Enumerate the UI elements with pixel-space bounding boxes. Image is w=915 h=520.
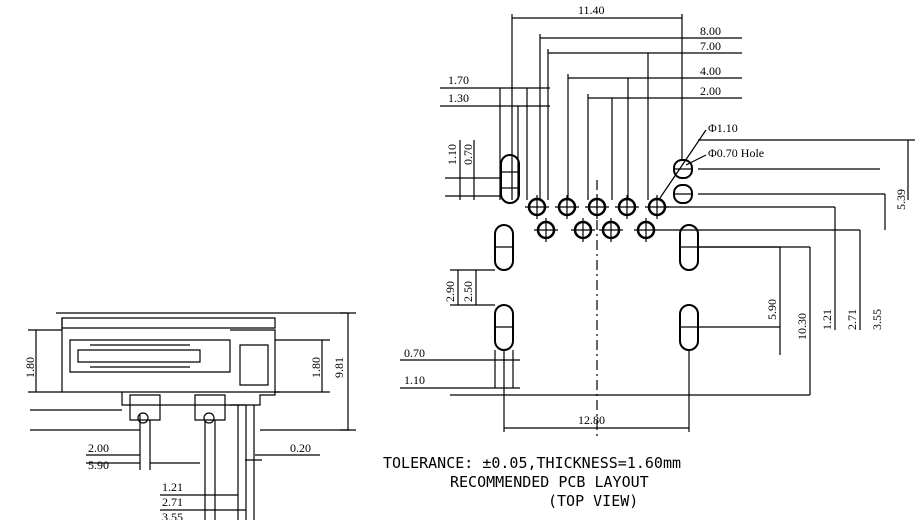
side-dim-5-90: 5.90 [88, 458, 109, 472]
side-dim-1-80-left: 1.80 [23, 357, 37, 378]
caption-recommended: RECOMMENDED PCB LAYOUT [450, 473, 649, 491]
pcb-hole-1-10: Φ1.10 [708, 121, 738, 135]
pcb-dim-5-90: 5.90 [765, 299, 779, 320]
pcb-dim-8-00: 8.00 [700, 24, 721, 38]
side-view [28, 312, 356, 520]
pcb-dim-5-39: 5.39 [894, 189, 908, 210]
pcb-dim-1-30: 1.30 [448, 91, 469, 105]
side-dim-1-80-right: 1.80 [309, 357, 323, 378]
pcb-dim-1-10: 1.10 [445, 144, 459, 165]
pcb-dim-4-00: 4.00 [700, 64, 721, 78]
pcb-dim-1-70: 1.70 [448, 73, 469, 87]
side-dim-3-55: 3.55 [162, 510, 183, 520]
pcb-layout-labels: 11.40 8.00 7.00 4.00 2.00 1.70 1.30 1.10… [383, 3, 908, 510]
side-dim-1-21: 1.21 [162, 480, 183, 494]
pcb-layout [400, 14, 915, 440]
pcb-dim-0-70: 0.70 [461, 144, 475, 165]
caption-top-view: (TOP VIEW) [548, 492, 638, 510]
side-dim-9-81: 9.81 [332, 357, 346, 378]
pcb-dim-2-71: 2.71 [845, 309, 859, 330]
pcb-dim-1-10-w: 1.10 [404, 373, 425, 387]
pcb-dim-3-55: 3.55 [870, 309, 884, 330]
pcb-dim-10-30: 10.30 [795, 313, 809, 340]
caption-tolerance: TOLERANCE: ±0.05,THICKNESS=1.60mm [383, 454, 681, 472]
side-dim-0-20: 0.20 [290, 441, 311, 455]
pcb-dim-1-21: 1.21 [820, 309, 834, 330]
pcb-dim-11-40: 11.40 [578, 3, 605, 17]
side-view-labels: 1.80 1.80 9.81 2.00 5.90 0.20 1.21 2.71 … [23, 357, 346, 520]
pcb-dim-0-70-w: 0.70 [404, 346, 425, 360]
pcb-dim-7-00: 7.00 [700, 39, 721, 53]
pcb-dim-2-90: 2.90 [443, 281, 457, 302]
side-dim-2-00: 2.00 [88, 441, 109, 455]
pcb-dim-12-80: 12.80 [578, 413, 605, 427]
pcb-dim-2-50: 2.50 [461, 281, 475, 302]
side-dim-2-71: 2.71 [162, 495, 183, 509]
pcb-hole-0-70: Φ0.70 Hole [708, 146, 764, 160]
pcb-dim-2-00: 2.00 [700, 84, 721, 98]
